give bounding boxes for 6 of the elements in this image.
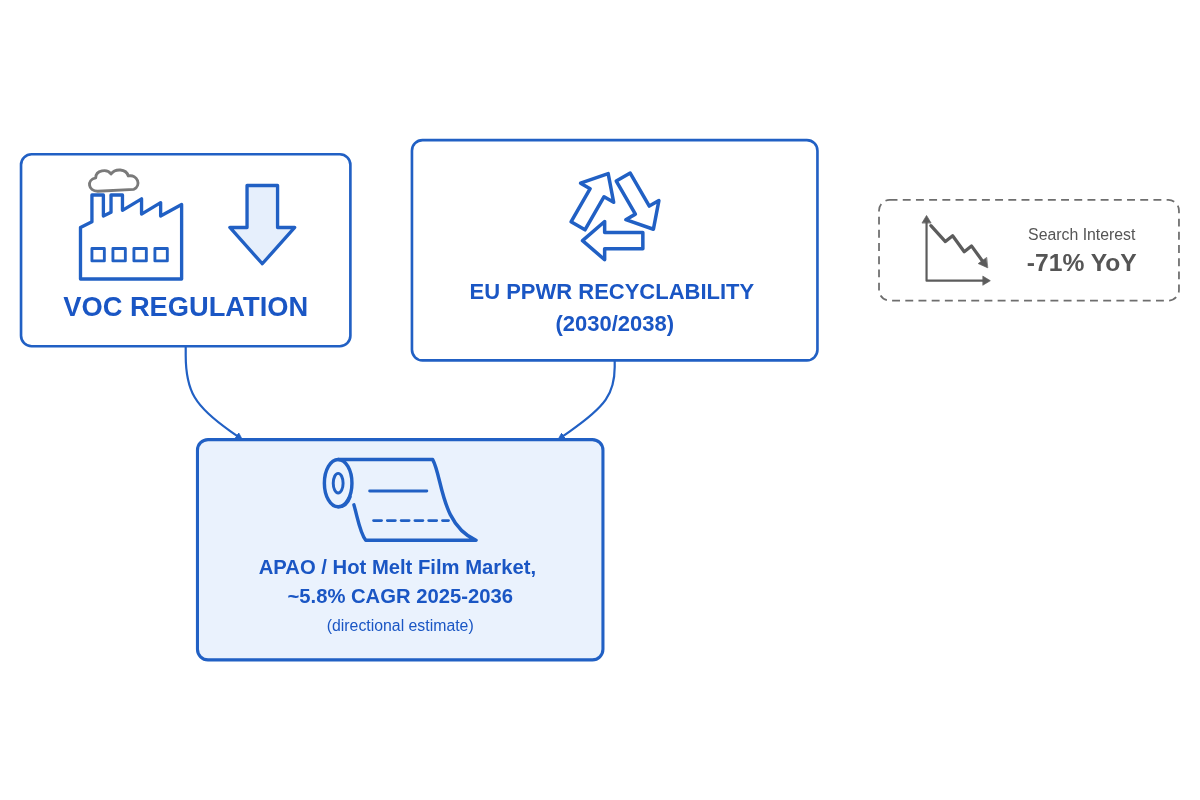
node-box: VOC REGULATION <box>19 152 352 348</box>
node-box: APAO / Hot Melt Film Market, ~5.8% CAGR 2025-2036 (directional estimate) <box>195 438 605 662</box>
arrow <box>557 360 616 440</box>
node-box: EU PPWR RECYCLABILITY (2030/2038) <box>410 138 819 362</box>
arrow <box>184 346 243 440</box>
node-box: Search Interest -71% YoY <box>878 199 1180 302</box>
